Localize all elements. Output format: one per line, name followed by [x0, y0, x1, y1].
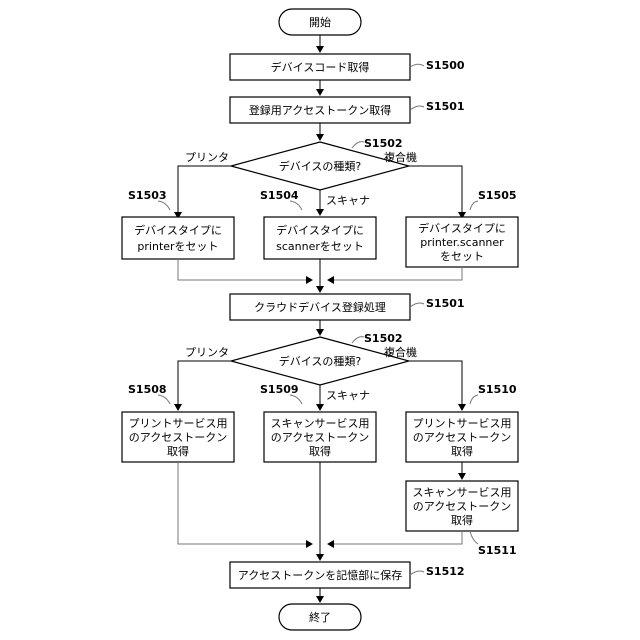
- start-label: 開始: [309, 15, 331, 29]
- step-s1505-line-1: デバイスタイプに: [418, 221, 506, 235]
- step-s1509-line-1: スキャンサービス用: [271, 417, 370, 430]
- step-s1503-line-2: printerをセット: [137, 240, 218, 253]
- step-s1510-id: S1510: [478, 383, 517, 396]
- step-s1505-line-2: printer.scanner: [420, 236, 504, 249]
- step-s1509-line-2: のアクセストークン: [271, 431, 369, 444]
- step-s1511-id: S1511: [478, 544, 517, 557]
- branch-mfp-label-2: 複合機: [384, 345, 417, 359]
- decision-s1502b-id: S1502: [364, 332, 403, 345]
- step-s1505-line-3: をセット: [440, 250, 484, 263]
- step-s1503-line-1: デバイスタイプに: [134, 223, 222, 237]
- branch-printer-label-1: プリンタ: [185, 151, 229, 164]
- step-s1508-line-1: プリントサービス用: [129, 417, 228, 430]
- step-s1500-id: S1500: [426, 59, 465, 72]
- step-s1512-id: S1512: [426, 565, 465, 578]
- step-s1504-line-1: デバイスタイプに: [276, 223, 364, 237]
- step-s1511-line-1: スキャンサービス用: [413, 486, 512, 499]
- step-s1504-line-2: scannerをセット: [276, 240, 364, 253]
- step-s1509-line-3: 取得: [309, 445, 331, 458]
- step-s1500-label: デバイスコード取得: [271, 60, 370, 74]
- step-s1501b-label: クラウドデバイス登録処理: [254, 300, 386, 314]
- decision-s1502a-id: S1502: [364, 137, 403, 150]
- end-label: 終了: [309, 610, 331, 624]
- step-s1510-line-3: 取得: [451, 445, 473, 458]
- step-s1511-line-3: 取得: [451, 514, 473, 527]
- step-s1510-line-2: のアクセストークン: [413, 431, 511, 444]
- step-s1509-id: S1509: [260, 383, 299, 396]
- branch-scanner-label-2: スキャナ: [326, 389, 370, 402]
- step-s1508-line-2: のアクセストークン: [129, 431, 227, 444]
- step-s1511-line-2: のアクセストークン: [413, 500, 511, 513]
- step-s1501a-label: 登録用アクセストークン取得: [249, 103, 391, 117]
- decision-s1502a-label: デバイスの種類?: [279, 159, 362, 173]
- branch-mfp-label-1: 複合機: [384, 150, 417, 164]
- branch-printer-label-2: プリンタ: [185, 346, 229, 359]
- step-s1504-id: S1504: [260, 189, 299, 202]
- branch-scanner-label-1: スキャナ: [326, 194, 370, 207]
- step-s1503-id: S1503: [128, 189, 167, 202]
- step-s1508-id: S1508: [128, 383, 167, 396]
- step-s1501b-id: S1501: [426, 297, 465, 310]
- step-s1508-line-3: 取得: [167, 445, 189, 458]
- step-s1505-id: S1505: [478, 189, 517, 202]
- step-s1501a-id: S1501: [426, 100, 465, 113]
- step-s1510-line-1: プリントサービス用: [413, 417, 512, 430]
- step-s1512-label: アクセストークンを記憶部に保存: [238, 568, 402, 582]
- decision-s1502b-label: デバイスの種類?: [279, 354, 362, 368]
